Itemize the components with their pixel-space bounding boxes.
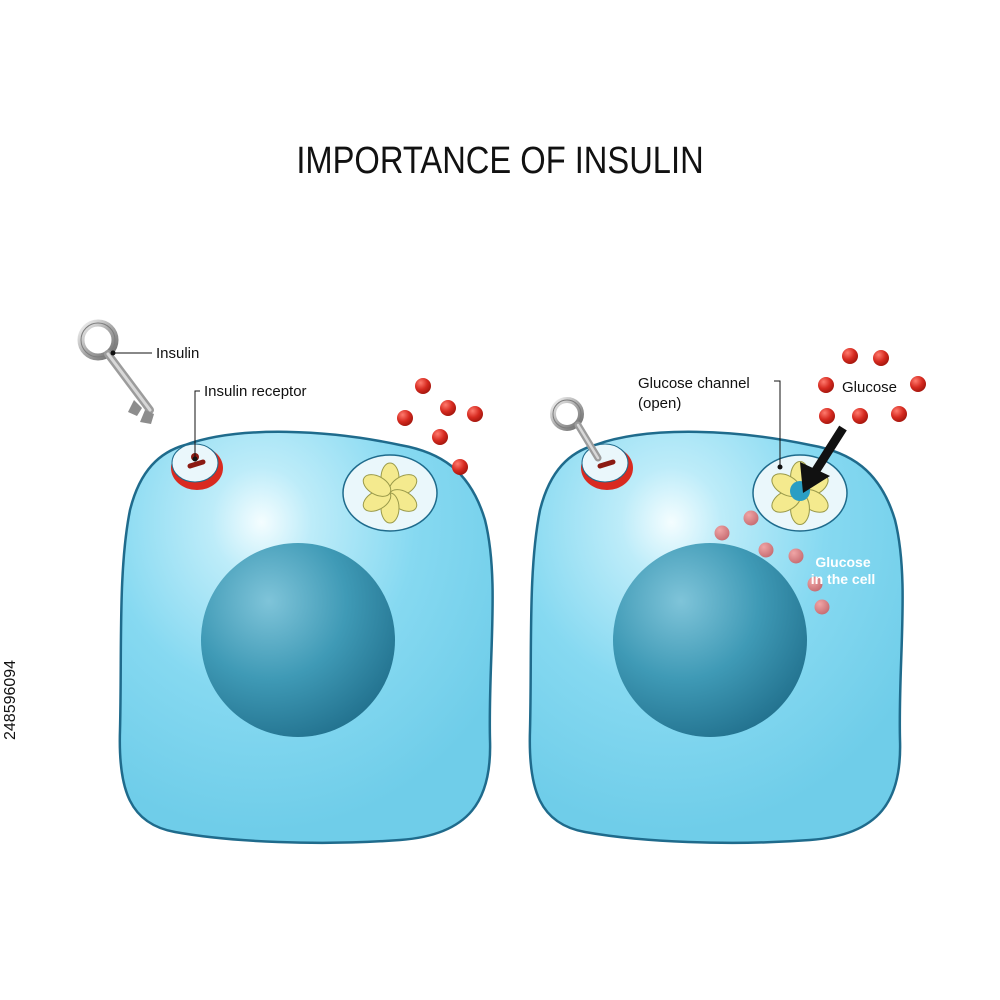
label-glucose-channel: Glucose channel: [638, 375, 750, 392]
label-glucose-in-cell-line2: in the cell: [811, 571, 876, 587]
cell-right: Glucose channel (open) Glucose Glucose i…: [528, 348, 926, 845]
label-glucose: Glucose: [842, 379, 897, 396]
nucleus-left: [201, 543, 395, 737]
glucose-molecules-left: [397, 378, 483, 475]
nucleus-right: [613, 543, 807, 737]
insulin-key-icon: [77, 319, 154, 424]
glucose-molecules-right-outside: [818, 348, 926, 424]
insulin-key-bound-icon: [550, 397, 602, 462]
stock-image-id: 248596094: [2, 659, 19, 740]
page-title: IMPORTANCE OF INSULIN: [296, 140, 704, 182]
label-insulin: Insulin: [156, 345, 199, 362]
glucose-molecules-right-inside: [714, 510, 830, 615]
label-glucose-channel-state: (open): [638, 395, 681, 412]
label-insulin-receptor: Insulin receptor: [204, 383, 307, 400]
cell-left: Insulin Insulin receptor: [77, 319, 494, 845]
glucose-entry-arrow-icon: [800, 425, 847, 493]
glucose-channel-closed: [342, 454, 438, 532]
label-glucose-in-cell-line1: Glucose: [815, 554, 870, 570]
glucose-channel-open: [752, 454, 848, 532]
